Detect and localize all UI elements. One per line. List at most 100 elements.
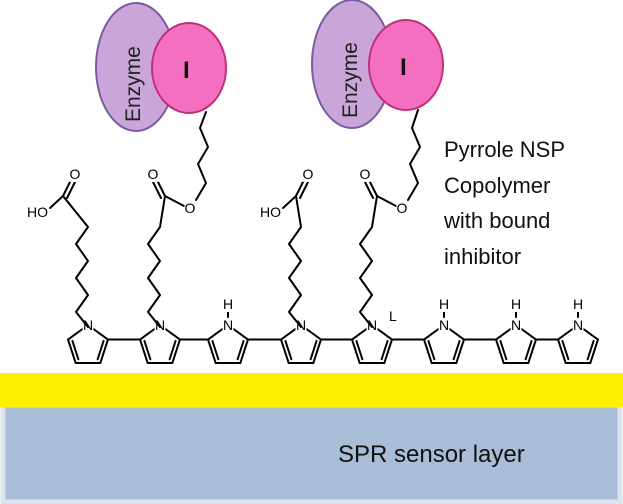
carbonyl-bond <box>156 179 166 197</box>
pyrrole-ring-bond <box>495 338 505 364</box>
pyrrole-double-bond <box>380 339 389 361</box>
inhibitor-label: I <box>183 57 190 84</box>
annotation-line-4: inhibitor <box>444 244 521 269</box>
hydrogen-atom-bg <box>572 296 584 312</box>
hydrogen-atom-bg <box>222 296 234 312</box>
alkyl-chain <box>62 195 89 328</box>
inhibitor-linker <box>407 109 421 201</box>
carbonyl-oxygen: O <box>303 166 314 182</box>
carbonyl-oxygen-bg <box>359 166 371 182</box>
alkyl-chain <box>288 195 302 328</box>
nitrogen-atom-bg <box>82 317 94 333</box>
pyrrole-ring-bond <box>280 338 290 364</box>
pyrrole-double-bond <box>452 339 461 361</box>
carbonyl-oxygen-bg <box>69 166 81 182</box>
ester-oxygen: O <box>397 200 408 216</box>
pyrrole-double-bond <box>355 339 364 361</box>
sensor-layer-label: SPR sensor layer <box>338 441 525 468</box>
pyrrole-double-bond <box>284 339 293 361</box>
nitrogen-atom-bg <box>222 317 234 333</box>
pyrrole-ring-bond <box>67 338 77 364</box>
pyrrole-double-bond <box>143 339 152 361</box>
pyrrole-ring-bond <box>351 338 361 364</box>
pyrrole-ring-bond <box>312 338 322 364</box>
carbonyl-oxygen-bg <box>302 166 314 182</box>
nitrogen-atom: N <box>573 317 583 333</box>
pyrrole-double-bond <box>586 339 595 361</box>
pyrrole-double-bond <box>236 339 245 361</box>
hydrogen-atom: H <box>223 296 233 312</box>
annotation-line-2: Copolymer <box>444 173 550 198</box>
hydroxyl-group-bg <box>28 204 48 220</box>
hydroxyl-group-bg <box>261 204 281 220</box>
linker-label-bg <box>389 308 400 324</box>
ester-oxygen: O <box>185 200 196 216</box>
spr-sensor-layer <box>0 402 623 504</box>
carbonyl-bond <box>364 181 374 199</box>
hydrogen-atom: H <box>511 296 521 312</box>
nitrogen-atom: N <box>223 317 233 333</box>
pyrrole-ring-bond <box>171 338 181 364</box>
carbonyl-bond <box>299 181 309 199</box>
enzyme-complex-2: Enzyme I <box>311 0 444 129</box>
alkyl-chain <box>147 195 166 328</box>
nitrogen-atom: N <box>83 317 93 333</box>
ester-bond <box>376 195 397 207</box>
carbonyl-bond <box>368 179 378 197</box>
pyrrole-ring-bond <box>423 338 433 364</box>
hydrogen-atom-bg <box>510 296 522 312</box>
pyrrole-double-bond <box>168 339 177 361</box>
linker-label: L <box>389 308 397 324</box>
pyrrole-ring-bond <box>455 338 465 364</box>
annotation-line-3: with bound <box>443 208 550 233</box>
pyrrole-double-bond <box>524 339 533 361</box>
hydrogen-atom: H <box>439 296 449 312</box>
nitrogen-atom-bg <box>438 317 450 333</box>
hydroxyl-group: HO <box>27 204 48 220</box>
ester-bond <box>164 195 185 207</box>
ester-oxygen-bg <box>184 200 196 216</box>
hydrogen-atom-bg <box>438 296 450 312</box>
hydrogen-atom: H <box>573 296 583 312</box>
nitrogen-atom: N <box>155 317 165 333</box>
nitrogen-atom-bg <box>154 317 166 333</box>
ester-oxygen-bg <box>396 200 408 216</box>
enzyme-complex-1: Enzyme I <box>95 2 227 132</box>
pyrrole-double-bond <box>427 339 436 361</box>
pyrrole-double-bond <box>211 339 220 361</box>
pyrrole-double-bond <box>561 339 570 361</box>
nitrogen-atom-bg <box>295 317 307 333</box>
nitrogen-atom: N <box>367 317 377 333</box>
pyrrole-double-bond <box>499 339 508 361</box>
nitrogen-atom-bg <box>572 317 584 333</box>
inhibitor-linker <box>195 111 209 201</box>
hydroxyl-bond <box>49 195 64 209</box>
carbonyl-bond <box>62 179 72 197</box>
pyrrole-ring-bond <box>239 338 249 364</box>
pyrrole-ring-bond <box>207 338 217 364</box>
nitrogen-atom: N <box>296 317 306 333</box>
nitrogen-atom: N <box>511 317 521 333</box>
carbonyl-bond <box>152 181 162 199</box>
gold-film-layer <box>0 373 623 407</box>
nitrogen-atom-bg <box>510 317 522 333</box>
annotation-line-1: Pyrrole NSP <box>444 137 565 162</box>
pyrrole-ring-bond <box>99 338 109 364</box>
pyrrole-ring-bond <box>527 338 537 364</box>
pyrrole-ring-bond <box>139 338 149 364</box>
carbonyl-bond <box>66 181 76 199</box>
inhibitor-label: I <box>400 54 407 81</box>
hydroxyl-group: HO <box>260 204 281 220</box>
carbonyl-oxygen: O <box>148 166 159 182</box>
carbonyl-oxygen: O <box>360 166 371 182</box>
carbonyl-oxygen: O <box>70 166 81 182</box>
pyrrole-double-bond <box>71 339 80 361</box>
copolymer-annotation: Pyrrole NSP Copolymer with bound inhibit… <box>443 137 565 269</box>
nitrogen-atom: N <box>439 317 449 333</box>
carbonyl-bond <box>295 179 305 197</box>
pyrrole-ring-bond <box>557 338 567 364</box>
enzyme-label: Enzyme <box>339 42 362 118</box>
inhibitor-ellipse <box>368 19 444 111</box>
